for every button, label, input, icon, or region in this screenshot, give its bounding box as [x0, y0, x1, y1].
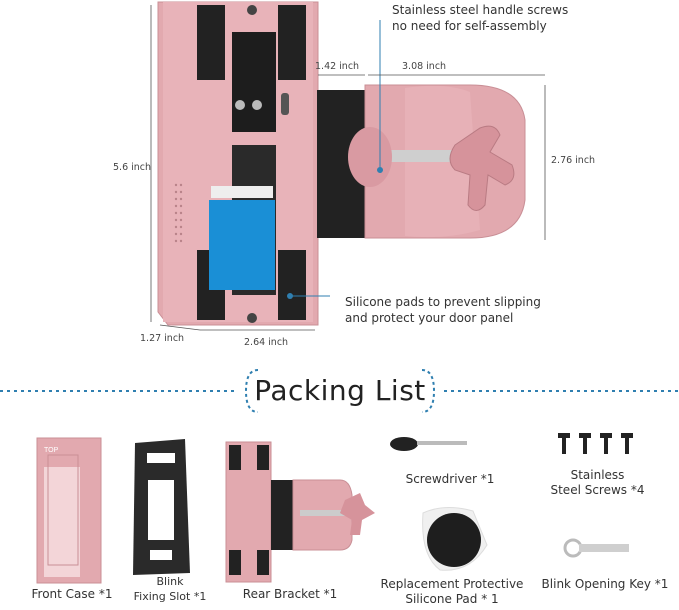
- item-fixing-slot-line2: Fixing Slot *1: [133, 590, 207, 603]
- packing-items-illustrations: TOP: [36, 433, 633, 584]
- front-case-image: TOP: [36, 437, 102, 584]
- item-front-case: Front Case *1: [28, 587, 116, 602]
- item-front-case-line1: Front Case *1: [31, 587, 113, 601]
- packing-list-title: Packing List: [254, 374, 426, 407]
- item-opening-key-line1: Blink Opening Key *1: [541, 577, 669, 591]
- screw-callout: Stainless steel handle screws no need fo…: [392, 2, 592, 34]
- screw-callout-line1: Stainless steel handle screws: [392, 3, 569, 17]
- front-case-mark: TOP: [44, 447, 59, 454]
- item-screws-line1: Stainless: [570, 468, 625, 482]
- item-screwdriver-line1: Screwdriver *1: [405, 472, 495, 486]
- dimension-bracket-height: 2.76 inch: [551, 155, 596, 166]
- pads-callout: Silicone pads to prevent slipping and pr…: [345, 294, 565, 326]
- screw-callout-line2: no need for self-assembly: [392, 19, 547, 33]
- silicone-pad-image: [422, 507, 488, 571]
- opening-key-image: [563, 538, 629, 558]
- fixing-slot-image: [133, 439, 190, 575]
- dimension-width-right: 3.08 inch: [402, 61, 447, 72]
- dimension-height: 5.6 inch: [113, 162, 152, 173]
- item-silicone-pad: Replacement Protective Silicone Pad * 1: [372, 577, 532, 607]
- dimension-width-bottom: 2.64 inch: [244, 337, 289, 348]
- section-divider: [0, 369, 679, 413]
- packing-list-title-wrap: Packing List: [246, 368, 434, 414]
- screwdriver-image: [390, 437, 467, 451]
- item-silicone-pad-line1: Replacement Protective: [380, 577, 524, 591]
- item-silicone-pad-line2: Silicone Pad * 1: [405, 592, 499, 606]
- door-bracket: [317, 84, 526, 239]
- item-rear-bracket: Rear Bracket *1: [235, 587, 345, 602]
- item-fixing-slot: Blink Fixing Slot *1: [120, 574, 220, 604]
- product-illustration: [150, 1, 546, 331]
- dimension-depth: 1.27 inch: [140, 333, 185, 344]
- dimension-width-left: 1.42 inch: [315, 61, 360, 72]
- pads-callout-line1: Silicone pads to prevent slipping: [345, 295, 541, 309]
- mount-plate: [157, 1, 319, 326]
- pads-callout-line2: and protect your door panel: [345, 311, 514, 325]
- item-screws: Stainless Steel Screws *4: [530, 468, 665, 498]
- item-rear-bracket-line1: Rear Bracket *1: [242, 587, 338, 601]
- screws-image: [558, 433, 633, 454]
- item-screwdriver: Screwdriver *1: [395, 472, 505, 487]
- item-screws-line2: Steel Screws *4: [550, 483, 645, 497]
- rear-bracket-image: [225, 441, 375, 583]
- item-fixing-slot-line1: Blink: [156, 575, 184, 588]
- item-opening-key: Blink Opening Key *1: [535, 577, 675, 592]
